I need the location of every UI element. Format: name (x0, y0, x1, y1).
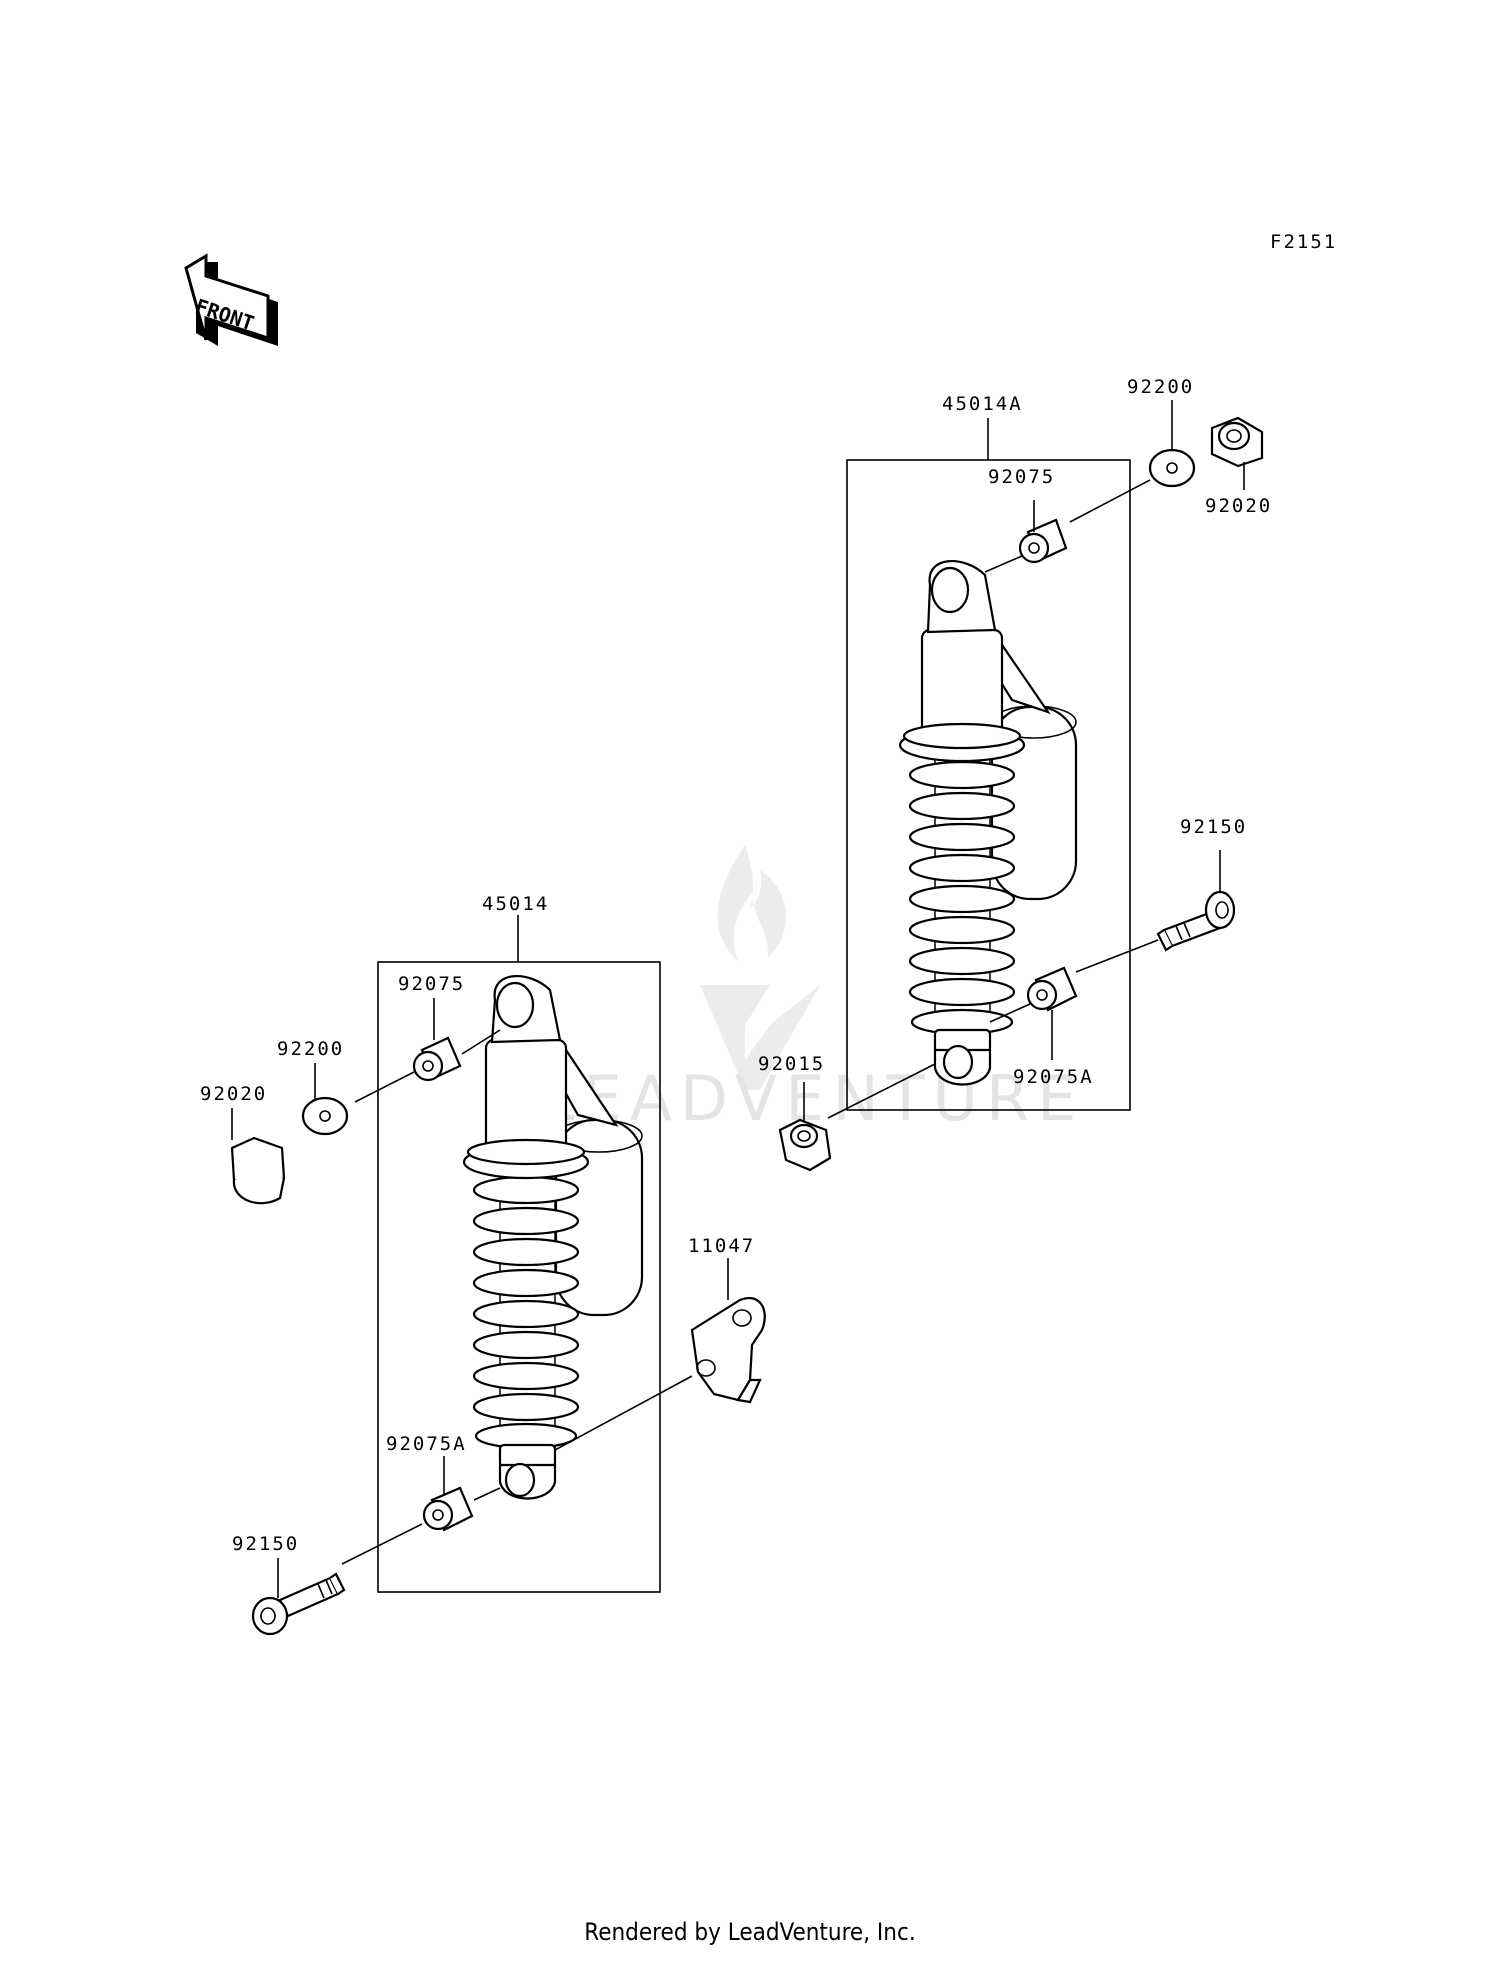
part-label-45014A: 45014A (942, 393, 1023, 415)
part-label-92150-rear: 92150 (1180, 816, 1247, 838)
front-assembly-box (377, 961, 661, 1593)
front-cap-nut (230, 1136, 286, 1205)
front-bushing-top (412, 1036, 462, 1082)
part-label-92020-front: 92020 (200, 1083, 267, 1105)
rear-spring (908, 744, 1016, 1036)
figure-code: F2151 (1270, 231, 1337, 253)
part-label-92020-rear: 92020 (1205, 495, 1272, 517)
part-label-92150-front: 92150 (232, 1533, 299, 1555)
rear-lower-nut (778, 1118, 832, 1172)
front-bolt (251, 1572, 346, 1636)
rear-bolt (1156, 890, 1236, 952)
footer-credit: Rendered by LeadVenture, Inc. (584, 1918, 916, 1946)
part-label-92075-front: 92075 (398, 973, 465, 995)
front-top-eye (495, 981, 535, 1029)
rear-bushing-bottom (1026, 966, 1078, 1012)
rear-bushing-top (1018, 518, 1068, 564)
front-washer (301, 1096, 349, 1136)
front-shock-assembly: 45014 (200, 893, 766, 1636)
rear-washer (1148, 448, 1196, 488)
part-label-45014: 45014 (482, 893, 549, 915)
front-spring (472, 1159, 580, 1451)
front-bushing-bottom (422, 1486, 474, 1532)
part-label-11047: 11047 (688, 1235, 755, 1257)
front-arrow-icon: FRONT (184, 253, 278, 346)
part-label-92015: 92015 (758, 1053, 825, 1075)
part-label-92075A-front: 92075A (386, 1433, 467, 1455)
part-label-92200-rear: 92200 (1127, 376, 1194, 398)
rear-top-eye (930, 566, 970, 614)
rear-nut (1210, 416, 1264, 468)
part-label-92200-front: 92200 (277, 1038, 344, 1060)
part-label-92075-rear: 92075 (988, 466, 1055, 488)
bracket (690, 1297, 766, 1404)
rear-shock-assembly: 45014A (758, 376, 1272, 1172)
part-label-92075A-rear: 92075A (1013, 1066, 1094, 1088)
